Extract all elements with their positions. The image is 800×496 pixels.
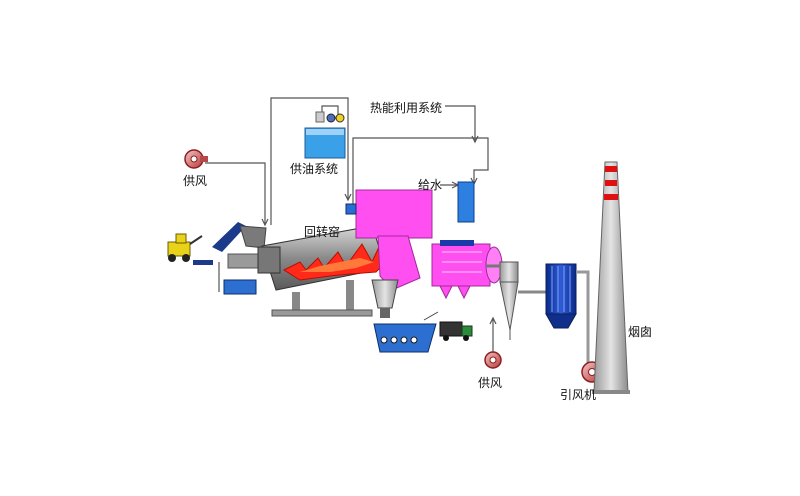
heat-exchanger [431, 240, 503, 300]
feed-hopper [212, 222, 267, 295]
oil-supply-tank [304, 111, 346, 159]
label-chimney: 烟囱 [628, 325, 653, 339]
label-air-supply-left: 供风 [183, 174, 208, 188]
supply-lines [205, 97, 497, 352]
label-oil-supply: 供油系统 [290, 162, 339, 176]
label-rotary-kiln: 回转窑 [304, 225, 341, 239]
ash-conveyor [373, 311, 439, 353]
secondary-chamber [345, 189, 433, 318]
air-supply-fan-left [184, 149, 208, 169]
bag-filter [518, 263, 577, 329]
water-tank [457, 181, 475, 223]
rotary-kiln [257, 225, 391, 317]
label-air-supply-bottom: 供风 [478, 376, 503, 390]
cyclone-separator [486, 261, 519, 340]
ash-truck [439, 321, 473, 341]
label-water-feed: 给水 [418, 178, 443, 192]
label-induced-fan: 引风机 [560, 388, 597, 402]
chimney [592, 161, 630, 394]
loader-vehicle [167, 233, 213, 265]
label-heat-recovery: 热能利用系统 [370, 101, 443, 115]
air-supply-fan-bottom [484, 351, 502, 369]
